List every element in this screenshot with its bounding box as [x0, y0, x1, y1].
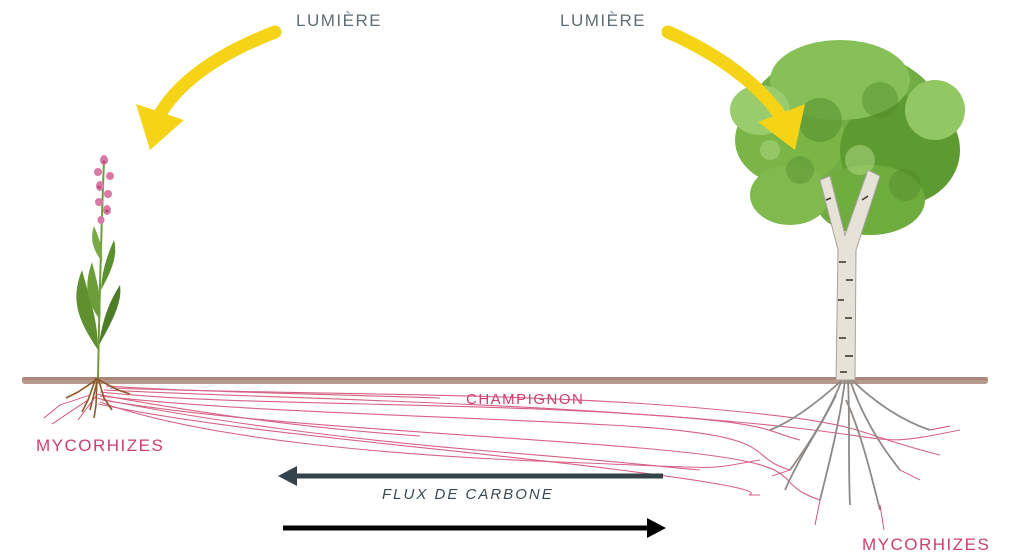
tree-foliage: [730, 40, 965, 235]
light-label-left: LUMIÈRE: [296, 11, 382, 31]
orchid-plant-icon: [76, 155, 120, 378]
bottom-arrow: [283, 518, 666, 538]
light-arrow-left: [136, 32, 275, 150]
fungus-label: CHAMPIGNON: [466, 391, 584, 408]
carbon-flow-label: FLUX DE CARBONE: [382, 486, 554, 503]
tree-roots: [770, 380, 930, 510]
light-label-right: LUMIÈRE: [560, 11, 646, 31]
mycorrhizae-label-right: MYCORHIZES: [862, 535, 990, 555]
mycorrhizae-label-left: MYCORHIZES: [36, 436, 164, 456]
carbon-flow-arrow: [278, 466, 663, 486]
